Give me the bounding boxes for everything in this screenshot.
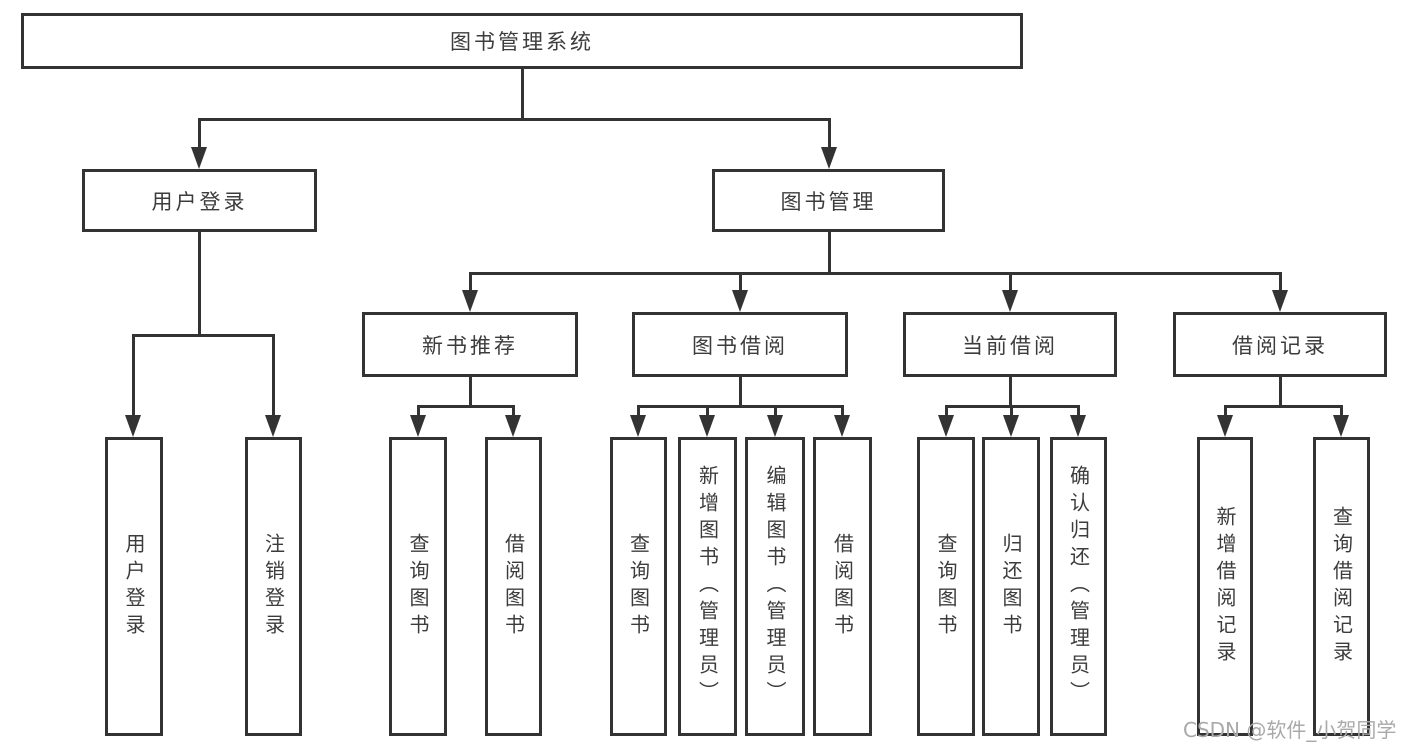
connector-line xyxy=(1010,405,1013,419)
connector-line xyxy=(1224,405,1227,419)
arrow-down-icon xyxy=(191,147,207,169)
leaf-confirm-return-admin: 确认归还（管理员） xyxy=(1050,437,1107,736)
leaf-borrow-books: 借阅图书 xyxy=(813,437,872,736)
arrow-down-icon xyxy=(1070,415,1086,437)
arrow-down-icon xyxy=(834,415,850,437)
arrow-down-icon xyxy=(1003,415,1019,437)
leaf-label: 新增图书（管理员） xyxy=(695,465,720,708)
connector-line xyxy=(1279,272,1282,294)
connector-line xyxy=(1224,405,1343,408)
arrow-down-icon xyxy=(1272,290,1288,312)
node-book-borrowing: 图书借阅 xyxy=(632,312,848,377)
node-borrowing-records: 借阅记录 xyxy=(1173,312,1387,377)
arrow-down-icon xyxy=(1217,415,1233,437)
leaf-query-books-borrowing: 查询图书 xyxy=(610,437,667,736)
leaf-label: 归还图书 xyxy=(999,532,1023,641)
leaf-label: 确认归还（管理员） xyxy=(1066,465,1091,708)
csdn-watermark: CSDN @软件_小贺同学 xyxy=(1183,718,1397,742)
leaf-borrow-books-recommend: 借阅图书 xyxy=(485,437,542,736)
arrow-down-icon xyxy=(699,415,715,437)
leaf-user-login: 用户登录 xyxy=(105,437,163,736)
leaf-add-borrow-record: 新增借阅记录 xyxy=(1197,437,1253,736)
node-label: 借阅记录 xyxy=(1232,333,1328,358)
connector-line xyxy=(739,272,742,294)
connector-line xyxy=(512,405,515,419)
leaf-label: 用户登录 xyxy=(122,532,146,641)
leaf-label: 查询图书 xyxy=(406,532,430,641)
connector-line xyxy=(1279,377,1282,405)
node-user-login: 用户登录 xyxy=(82,169,317,232)
arrow-down-icon xyxy=(767,415,783,437)
connector-line xyxy=(841,405,844,419)
node-new-book-recommendation: 新书推荐 xyxy=(362,312,578,377)
connector-line xyxy=(417,405,515,408)
arrow-down-icon xyxy=(938,415,954,437)
node-label: 图书借阅 xyxy=(692,333,788,358)
connector-line xyxy=(774,405,777,419)
arrow-down-icon xyxy=(1002,290,1018,312)
connector-line xyxy=(1340,405,1343,419)
connector-line xyxy=(637,405,640,419)
node-current-borrowing: 当前借阅 xyxy=(903,312,1117,377)
node-label: 图书管理系统 xyxy=(450,30,594,54)
leaf-label: 查询借阅记录 xyxy=(1329,505,1354,668)
connector-line xyxy=(417,405,420,419)
arrow-down-icon xyxy=(732,290,748,312)
connector-line xyxy=(469,272,1282,275)
arrow-down-icon xyxy=(630,415,646,437)
arrow-down-icon xyxy=(821,147,837,169)
leaf-label: 新增借阅记录 xyxy=(1213,505,1237,668)
connector-line xyxy=(1077,405,1080,419)
connector-line xyxy=(706,405,709,419)
node-library-system: 图书管理系统 xyxy=(21,13,1023,69)
node-label: 新书推荐 xyxy=(422,333,518,358)
connector-line xyxy=(828,232,831,272)
connector-line xyxy=(132,334,275,337)
node-label: 用户登录 xyxy=(151,189,248,214)
leaf-add-books-admin: 新增图书（管理员） xyxy=(678,437,737,736)
node-label: 当前借阅 xyxy=(962,333,1058,358)
leaf-label: 借阅图书 xyxy=(830,532,855,641)
node-label: 图书管理 xyxy=(780,189,877,214)
leaf-logout-login: 注销登录 xyxy=(245,437,302,736)
leaf-label: 查询图书 xyxy=(626,532,651,641)
connector-line xyxy=(469,272,472,294)
leaf-return-books: 归还图书 xyxy=(982,437,1040,736)
connector-line xyxy=(1009,272,1012,294)
arrow-down-icon xyxy=(125,415,141,437)
connector-line xyxy=(521,69,524,118)
connector-line xyxy=(637,405,844,408)
connector-line xyxy=(469,377,472,405)
leaf-edit-books-admin: 编辑图书（管理员） xyxy=(745,437,805,736)
arrow-down-icon xyxy=(462,290,478,312)
leaf-label: 注销登录 xyxy=(261,532,286,641)
arrow-down-icon xyxy=(1333,415,1349,437)
leaf-label: 借阅图书 xyxy=(501,532,526,641)
leaf-query-books-current: 查询图书 xyxy=(917,437,975,736)
leaf-query-books-recommend: 查询图书 xyxy=(389,437,447,736)
connector-line xyxy=(198,232,201,334)
connector-line xyxy=(198,118,201,151)
connector-line xyxy=(132,334,135,419)
arrow-down-icon xyxy=(505,415,521,437)
arrow-down-icon xyxy=(265,415,281,437)
connector-line xyxy=(272,334,275,419)
node-book-management: 图书管理 xyxy=(712,169,945,232)
connector-line xyxy=(1009,377,1012,405)
leaf-query-borrow-record: 查询借阅记录 xyxy=(1313,437,1370,736)
connector-line xyxy=(739,377,742,405)
arrow-down-icon xyxy=(410,415,426,437)
leaf-label: 查询图书 xyxy=(934,532,958,641)
connector-line xyxy=(828,118,831,151)
connector-line xyxy=(198,118,830,121)
leaf-label: 编辑图书（管理员） xyxy=(763,465,787,708)
connector-line xyxy=(945,405,948,419)
